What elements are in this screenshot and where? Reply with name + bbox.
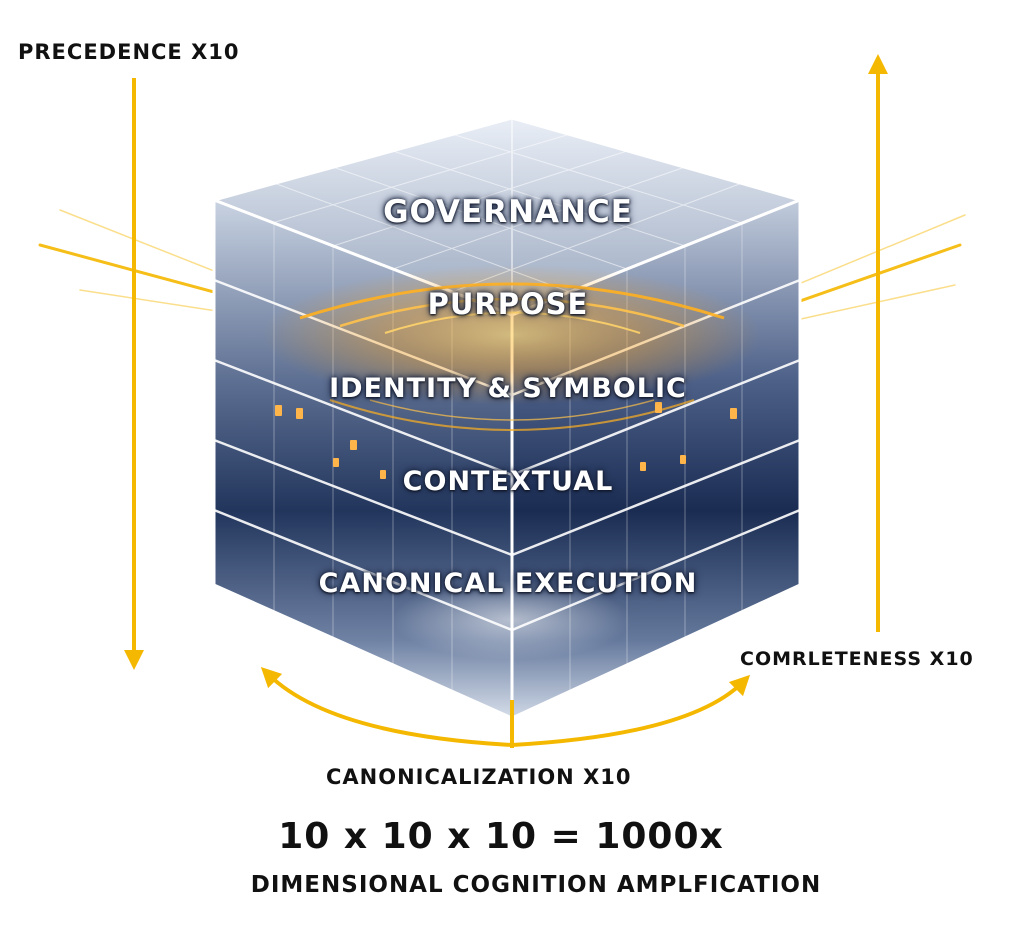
formula: 10 x 10 x 10 = 1000x: [0, 816, 1022, 857]
layer-label-contextual: CONTEXTUAL: [300, 466, 716, 497]
layer-label-identity: IDENTITY & SYMBOLIC: [300, 373, 716, 404]
precedence-axis-label: PRECEDENCE X10: [18, 40, 240, 64]
caption: DIMENSIONAL COGNITION AMPLFICATION: [0, 872, 1022, 898]
layer-label-canonical-execution: CANONICAL EXECUTION: [300, 568, 716, 599]
layer-label-purpose: PURPOSE: [300, 287, 716, 321]
layer-label-governance: GOVERNANCE: [300, 194, 716, 230]
completeness-axis-label: COMRLETENESS X10: [740, 648, 974, 670]
canonicalization-axis-label: CANONICALIZATION X10: [326, 765, 631, 789]
